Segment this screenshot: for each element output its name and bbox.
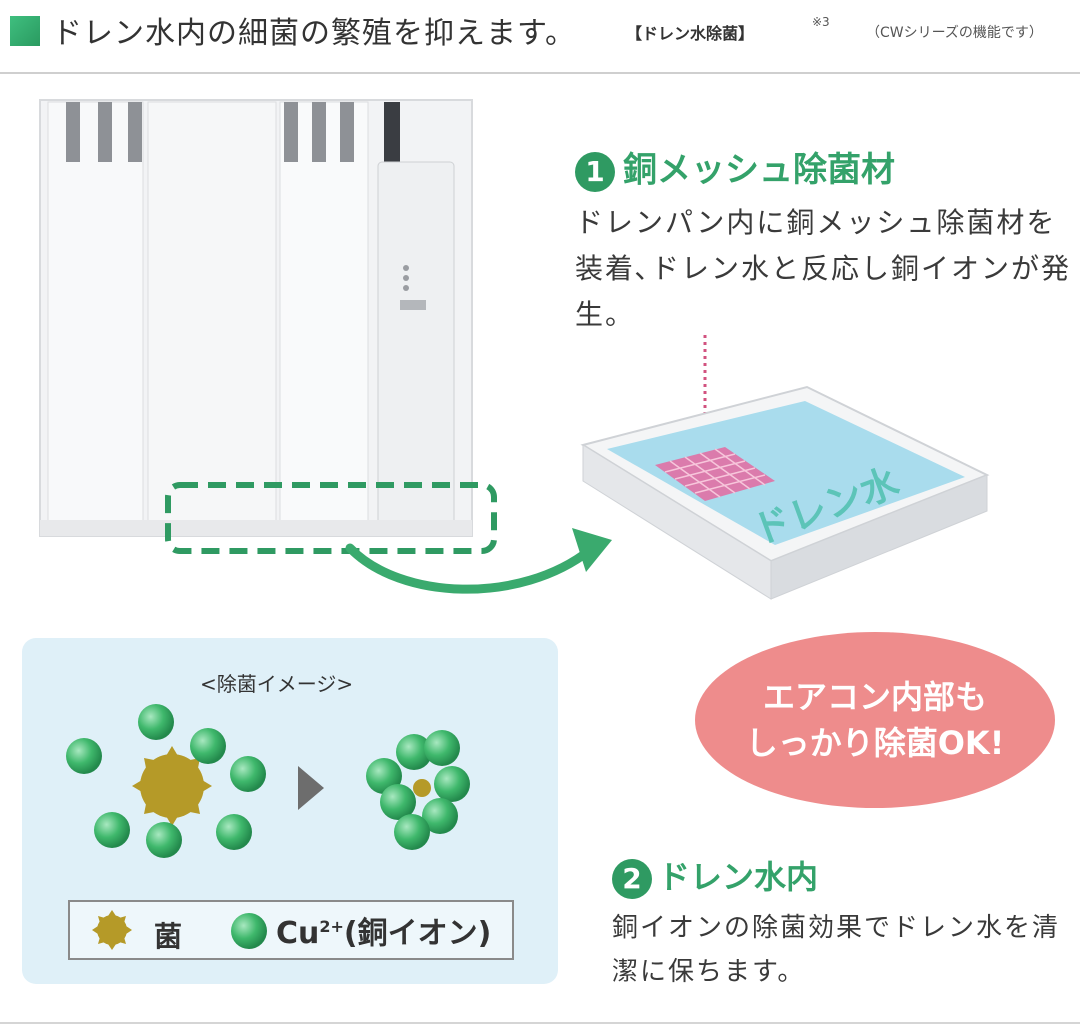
bubble-line-1: エアコン内部も (762, 678, 987, 716)
step-1-badge: 1 (575, 151, 615, 192)
ac-indicator-lights (400, 265, 426, 310)
arrow-right-icon (298, 766, 324, 810)
series-note: （CWシリーズの機能です） (866, 25, 1043, 41)
sterilization-diagram (66, 704, 470, 858)
step-2-badge: 2 (612, 859, 652, 899)
copper-charge: 2+ (319, 917, 344, 936)
copper-ion-desc: (銅イオン) (343, 916, 492, 951)
feature-tag: 【ドレン水除菌】 (626, 24, 755, 43)
legend-box (68, 900, 514, 960)
curved-arrow-icon (345, 528, 612, 594)
ac-panel-middle (147, 101, 277, 523)
tray-water (607, 401, 965, 545)
air-conditioner-illustration (39, 99, 497, 554)
bubble-line-2: しっかり除菌OK! (745, 724, 1005, 762)
section-2-heading: ドレン水内 (658, 858, 819, 896)
section-1-description: ドレンパン内に銅メッシュ除菌材を装着､ドレン水と反応し銅イオンが発生。 (575, 206, 1072, 331)
ac-panel-right (279, 101, 369, 523)
leader-line (703, 335, 707, 467)
ion-cluster-icon (366, 730, 470, 850)
germ-icon (132, 746, 212, 826)
header-marker-square (10, 16, 40, 46)
ac-control-panel (377, 161, 455, 525)
header-divider (0, 72, 1080, 74)
page-title: ドレン水内の細菌の繁殖を抑えます。 (52, 16, 576, 51)
ac-vents (66, 102, 354, 162)
legend-copper-ion-label: Cu2+(銅イオン) (276, 908, 491, 952)
ac-panel-left (47, 101, 144, 523)
section-1-heading: 銅メッシュ除菌材 (623, 150, 895, 190)
copper-symbol: Cu (276, 916, 320, 951)
ac-base (40, 520, 472, 536)
panel-caption: <除菌イメージ> (200, 672, 354, 696)
section-2-description: 銅イオンの除菌効果でドレン水を清潔に保ちます。 (612, 913, 1061, 987)
legend-ion-icon (231, 913, 267, 949)
drain-pan-highlight (165, 482, 497, 554)
bottom-divider (0, 1022, 1080, 1024)
drain-tray-illustration: ドレン水 (580, 385, 990, 600)
legend-germ-label: 菌 (154, 920, 183, 953)
legend-germ-icon (92, 910, 132, 950)
tray-side-right (770, 474, 988, 600)
copper-mesh (655, 447, 775, 501)
ac-dark-vent (384, 102, 400, 162)
footnote-marker: ※3 (812, 15, 830, 29)
copper-ion-icons-left (66, 704, 266, 858)
callout-bubble: エアコン内部も しっかり除菌OK! (695, 632, 1055, 808)
